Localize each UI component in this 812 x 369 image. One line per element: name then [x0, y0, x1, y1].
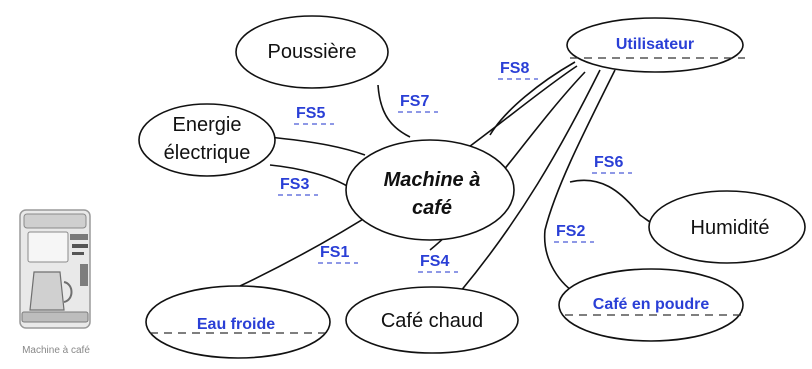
link-poussiere — [377, 84, 411, 138]
label-eau-froide: Eau froide — [197, 316, 275, 333]
coffee-machine-image — [19, 209, 91, 329]
node-energie — [138, 103, 276, 177]
label-humidite: Humidité — [691, 217, 770, 239]
node-cafe-chaud — [345, 286, 519, 354]
label-poussiere: Poussière — [268, 41, 357, 63]
link-energie — [267, 136, 366, 156]
label-energie-1: Energie — [173, 114, 242, 136]
label-cafe-chaud: Café chaud — [381, 310, 483, 332]
label-fs5: FS5 — [296, 105, 325, 122]
label-fs8: FS8 — [500, 60, 529, 77]
node-center — [345, 139, 515, 241]
label-center-2: café — [412, 197, 452, 219]
link-utilisateur-4 — [459, 69, 601, 293]
node-cafe-poudre — [558, 268, 744, 342]
label-energie-2: électrique — [164, 142, 251, 164]
node-humidite — [648, 190, 806, 264]
label-fs1: FS1 — [320, 244, 349, 261]
label-fs2: FS2 — [556, 223, 585, 240]
node-eau-froide — [145, 285, 331, 359]
fs-underlines — [278, 78, 632, 273]
dashed-accents — [150, 57, 745, 334]
label-fs6: FS6 — [594, 154, 623, 171]
label-center-1: Machine à — [384, 169, 481, 191]
link-utilisateur-5 — [543, 69, 616, 297]
node-poussiere — [235, 15, 389, 89]
label-cafe-poudre: Café en poudre — [593, 296, 710, 313]
label-fs7: FS7 — [400, 93, 429, 110]
label-fs4: FS4 — [420, 253, 449, 270]
label-utilisateur: Utilisateur — [616, 36, 694, 53]
link-humidite — [569, 179, 661, 229]
label-fs3: FS3 — [280, 176, 309, 193]
image-caption: Machine à café — [22, 345, 90, 356]
link-energie-fs3 — [269, 164, 348, 187]
